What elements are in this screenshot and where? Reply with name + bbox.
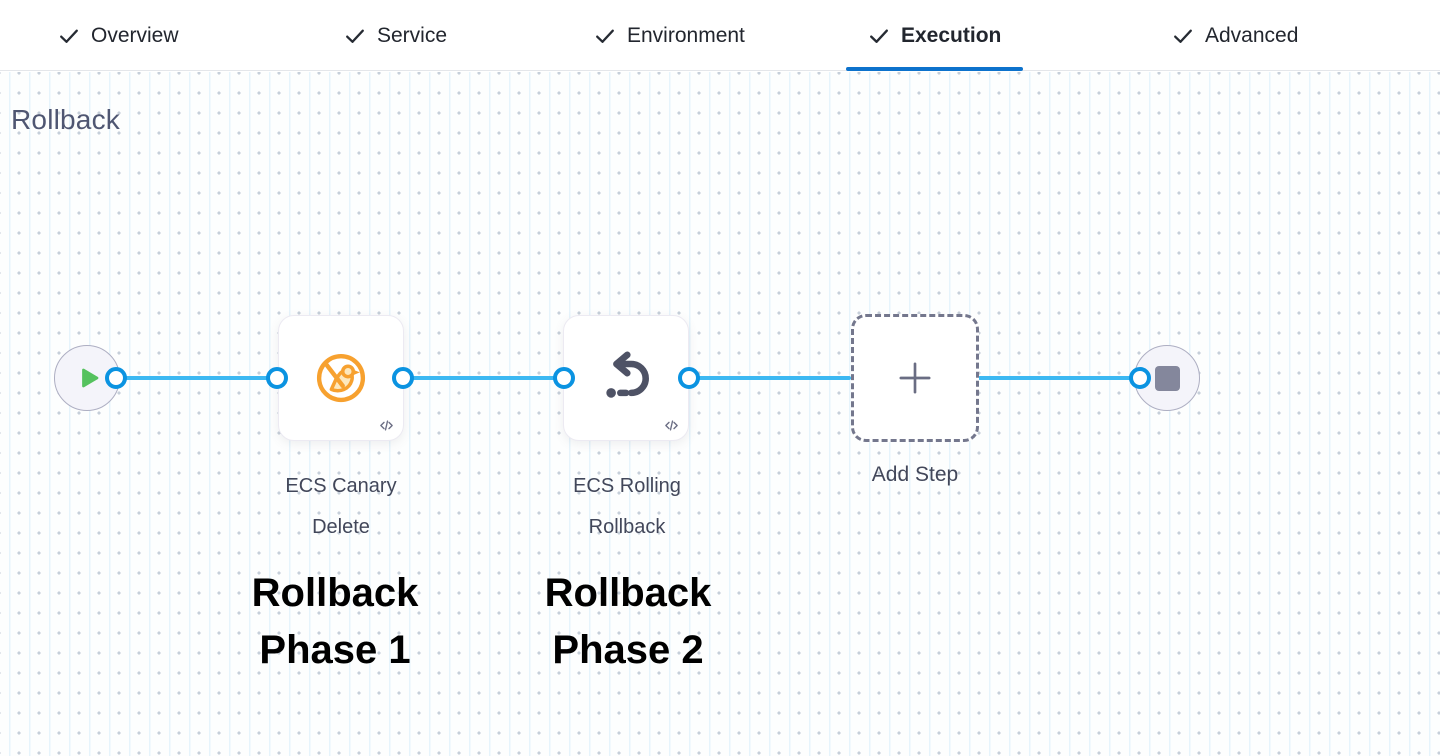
annotation-rollback-phase-2: Rollback Phase 2	[544, 571, 712, 672]
connector-port	[553, 367, 575, 389]
tab-overview[interactable]: Overview	[58, 0, 179, 71]
step-label-ecs-rolling-rollback: ECS Rolling Rollback	[573, 475, 681, 538]
annotation-rollback-phase-1: Rollback Phase 1	[251, 571, 419, 672]
tab-environment[interactable]: Environment	[594, 0, 745, 71]
tab-label: Service	[377, 23, 448, 47]
pipeline-canvas[interactable]: Rollback	[0, 72, 1440, 756]
tab-advanced[interactable]: Advanced	[1172, 0, 1298, 71]
add-step-label: Add Step	[871, 463, 959, 486]
tab-label: Execution	[901, 23, 1002, 47]
tab-label: Advanced	[1205, 23, 1299, 47]
connector-edge	[403, 376, 564, 380]
code-icon	[380, 420, 393, 431]
connector-edge	[116, 376, 277, 380]
stage-tabbar: Overview Service Environment Execution A…	[0, 0, 1440, 71]
code-icon	[665, 420, 678, 431]
check-icon	[60, 29, 78, 43]
connector-port	[392, 367, 414, 389]
plus-icon	[899, 362, 931, 394]
connector-edge	[689, 376, 851, 380]
section-title: Rollback	[11, 104, 120, 135]
check-icon	[596, 29, 614, 43]
connector-port	[105, 367, 127, 389]
step-card-ecs-rolling-rollback[interactable]	[563, 315, 689, 441]
step-label-ecs-canary-delete: ECS Canary Delete	[285, 475, 397, 538]
connector-port	[678, 367, 700, 389]
ecs-rolling-rollback-icon	[606, 351, 649, 398]
tab-execution[interactable]: Execution	[846, 0, 1024, 71]
check-icon	[1174, 29, 1192, 43]
check-icon	[346, 29, 364, 43]
check-icon	[870, 28, 888, 43]
connector-edge	[978, 376, 1140, 380]
connector-port	[266, 367, 288, 389]
add-step-button[interactable]	[851, 314, 979, 442]
step-card-ecs-canary-delete[interactable]	[278, 315, 404, 441]
tab-label: Overview	[91, 23, 179, 47]
tab-service[interactable]: Service	[344, 0, 447, 71]
connector-port	[1129, 367, 1151, 389]
tab-label: Environment	[627, 23, 745, 47]
stop-icon	[1154, 365, 1180, 391]
play-icon	[82, 368, 99, 388]
ecs-canary-delete-icon	[316, 353, 366, 403]
